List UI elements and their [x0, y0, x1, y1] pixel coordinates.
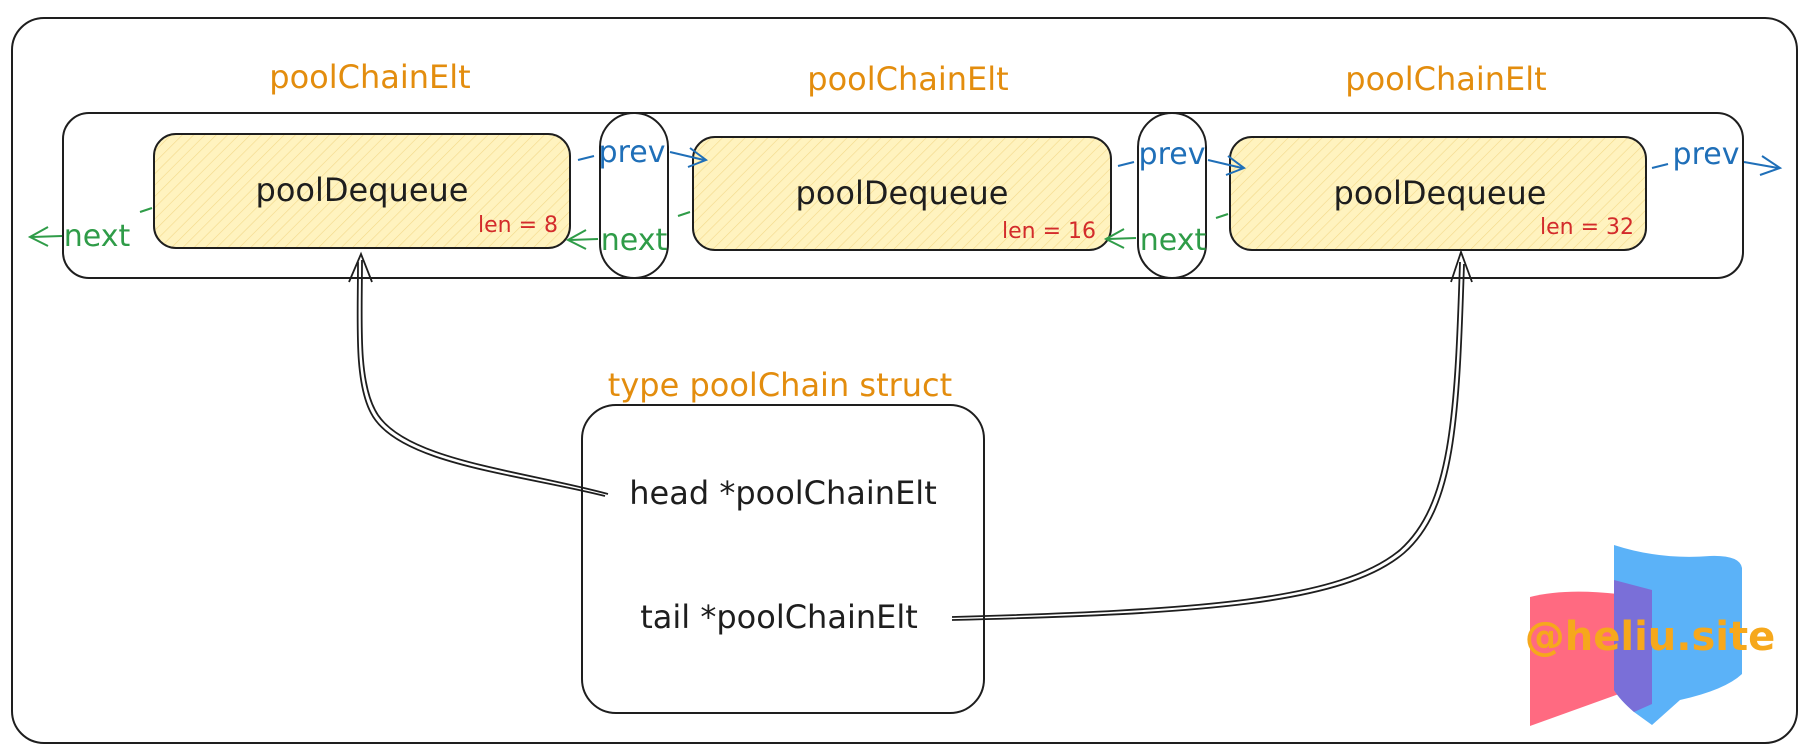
prev-label-1: prev [599, 135, 666, 170]
chain-container [62, 112, 1744, 279]
prev-label-3: prev [1673, 137, 1740, 172]
deque-box-3 [1229, 136, 1647, 251]
link-connector-1 [599, 112, 669, 279]
struct-box [581, 404, 985, 714]
len-label-1: len = 8 [478, 213, 558, 238]
prev-arrow-1 [577, 147, 709, 168]
prev-arrow-3 [1651, 155, 1783, 176]
watermark-logo [1530, 545, 1742, 726]
element-title-2: poolChainElt [807, 60, 1008, 98]
element-title-3: poolChainElt [1345, 60, 1546, 98]
next-arrow-1 [27, 207, 153, 247]
next-arrow-2 [565, 211, 691, 250]
outer-frame [11, 17, 1798, 744]
head-pointer-arrow [348, 251, 609, 497]
deque-label-1: poolDequeue [256, 171, 469, 209]
len-label-2: len = 16 [1002, 219, 1096, 244]
head-field: head *poolChainElt [629, 474, 936, 512]
tail-pointer-arrow [951, 249, 1473, 621]
link-connector-2 [1137, 112, 1207, 279]
deque-label-3: poolDequeue [1334, 174, 1547, 212]
deque-label-2: poolDequeue [796, 174, 1009, 212]
tail-field: tail *poolChainElt [640, 598, 918, 636]
next-label-3: next [1140, 223, 1207, 258]
next-label-1: next [64, 219, 131, 254]
prev-arrow-2 [1117, 155, 1247, 176]
struct-title: type poolChain struct [608, 366, 952, 404]
watermark-text: @heliu.site [1525, 614, 1775, 660]
next-arrow-3 [1103, 213, 1229, 249]
prev-label-2: prev [1139, 137, 1206, 172]
next-label-2: next [601, 223, 668, 258]
deque-box-2 [692, 136, 1112, 251]
deque-box-1 [153, 133, 571, 249]
len-label-3: len = 32 [1540, 215, 1634, 240]
element-title-1: poolChainElt [269, 58, 470, 96]
